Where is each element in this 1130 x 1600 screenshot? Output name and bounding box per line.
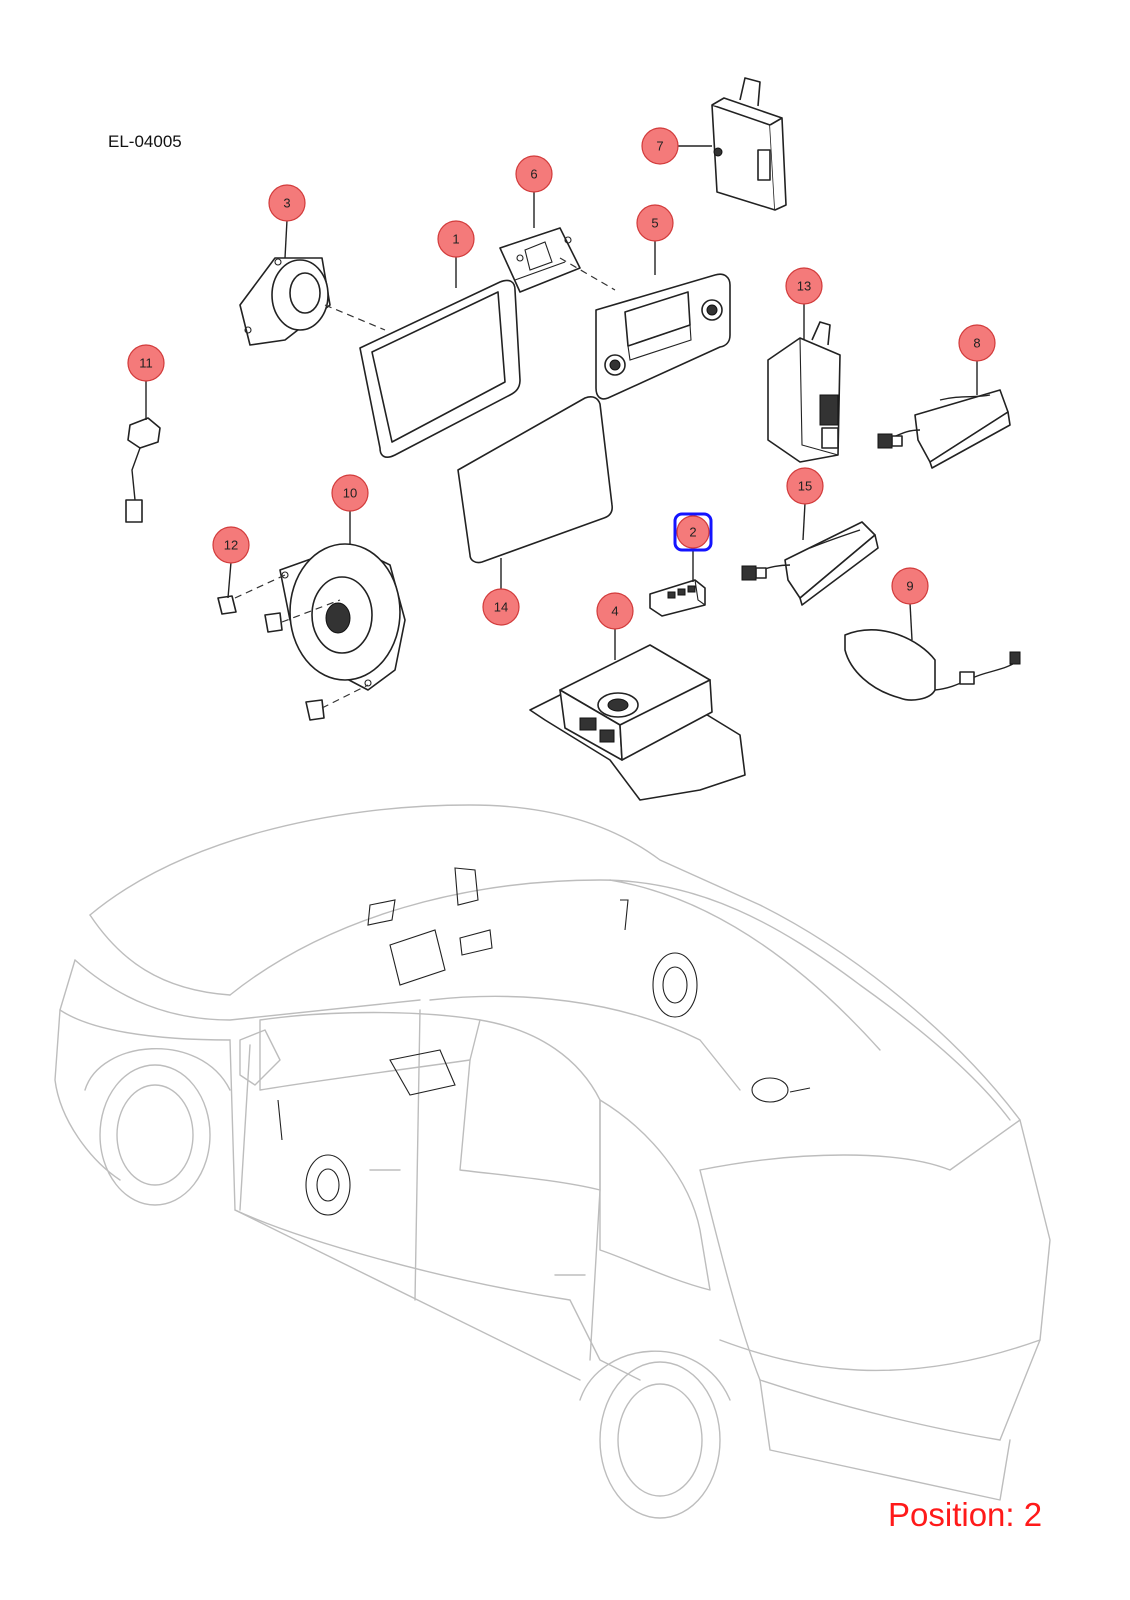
callout-label: 13 bbox=[797, 279, 811, 294]
part-3-speaker bbox=[239, 257, 331, 346]
callout-label: 11 bbox=[139, 356, 153, 371]
vehicle-installed-parts bbox=[277, 867, 811, 1216]
callout-label: 10 bbox=[343, 486, 357, 501]
part-10-woofer-speaker bbox=[279, 543, 406, 691]
callout-15[interactable]: 15 bbox=[786, 467, 824, 505]
callout-circle bbox=[268, 184, 306, 222]
part-6-bracket bbox=[499, 227, 581, 293]
callout-3[interactable]: 3 bbox=[268, 184, 306, 222]
part-11-sensor bbox=[125, 417, 161, 523]
callout-circle bbox=[891, 567, 929, 605]
callout-6[interactable]: 6 bbox=[515, 155, 553, 193]
leader-lines bbox=[145, 145, 978, 660]
callout-10[interactable]: 10 bbox=[331, 474, 369, 512]
callout-13[interactable]: 13 bbox=[785, 267, 823, 305]
callout-label: 8 bbox=[973, 336, 980, 351]
callout-14[interactable]: 14 bbox=[482, 588, 520, 626]
part-8-module-harness bbox=[877, 389, 1011, 469]
callout-label: 7 bbox=[656, 139, 663, 154]
callout-circle bbox=[212, 526, 250, 564]
part-7-control-module bbox=[711, 77, 787, 211]
part-13-module bbox=[767, 321, 841, 463]
callout-circle bbox=[641, 127, 679, 165]
callout-label: 4 bbox=[611, 604, 618, 619]
callout-8[interactable]: 8 bbox=[958, 324, 996, 362]
callout-12[interactable]: 12 bbox=[212, 526, 250, 564]
callout-7[interactable]: 7 bbox=[641, 127, 679, 165]
callout-circle bbox=[331, 474, 369, 512]
part-15-module-harness bbox=[741, 521, 879, 606]
callout-circle bbox=[515, 155, 553, 193]
callout-label: 1 bbox=[452, 232, 459, 247]
part-1-display bbox=[359, 279, 521, 458]
callout-1[interactable]: 1 bbox=[437, 220, 475, 258]
vehicle-outline bbox=[54, 804, 1051, 1519]
callout-circle bbox=[482, 588, 520, 626]
position-indicator: Position: 2 bbox=[888, 1496, 1043, 1533]
callout-highlight-box bbox=[673, 512, 713, 552]
callout-4[interactable]: 4 bbox=[596, 592, 634, 630]
callout-label: 15 bbox=[798, 479, 812, 494]
callout-label: 2 bbox=[689, 525, 696, 540]
callout-11[interactable]: 11 bbox=[127, 344, 165, 382]
callout-9[interactable]: 9 bbox=[891, 567, 929, 605]
callout-circle bbox=[786, 467, 824, 505]
callout-2[interactable]: 2 bbox=[673, 512, 713, 552]
part-14-glass-panel bbox=[457, 396, 613, 564]
part-9-shark-fin-antenna bbox=[844, 629, 1021, 701]
callout-label: 3 bbox=[283, 196, 290, 211]
part-5-radio-panel bbox=[595, 273, 731, 400]
callout-circle bbox=[785, 267, 823, 305]
part-4-amplifier bbox=[529, 644, 746, 801]
callout-5[interactable]: 5 bbox=[636, 204, 674, 242]
callout-circle bbox=[127, 344, 165, 382]
callout-label: 6 bbox=[530, 167, 537, 182]
diagram-code: EL-04005 bbox=[108, 132, 182, 151]
callout-circle bbox=[958, 324, 996, 362]
callout-circle bbox=[676, 515, 710, 549]
callout-label: 12 bbox=[224, 538, 238, 553]
callout-label: 14 bbox=[494, 600, 508, 615]
assembly-lines bbox=[234, 257, 616, 709]
callout-label: 9 bbox=[906, 579, 913, 594]
part-12-clips bbox=[217, 595, 325, 721]
callout-circle bbox=[437, 220, 475, 258]
callout-label: 5 bbox=[651, 216, 658, 231]
callout-circle bbox=[596, 592, 634, 630]
part-2-usb-port bbox=[649, 579, 706, 617]
callout-circle bbox=[636, 204, 674, 242]
